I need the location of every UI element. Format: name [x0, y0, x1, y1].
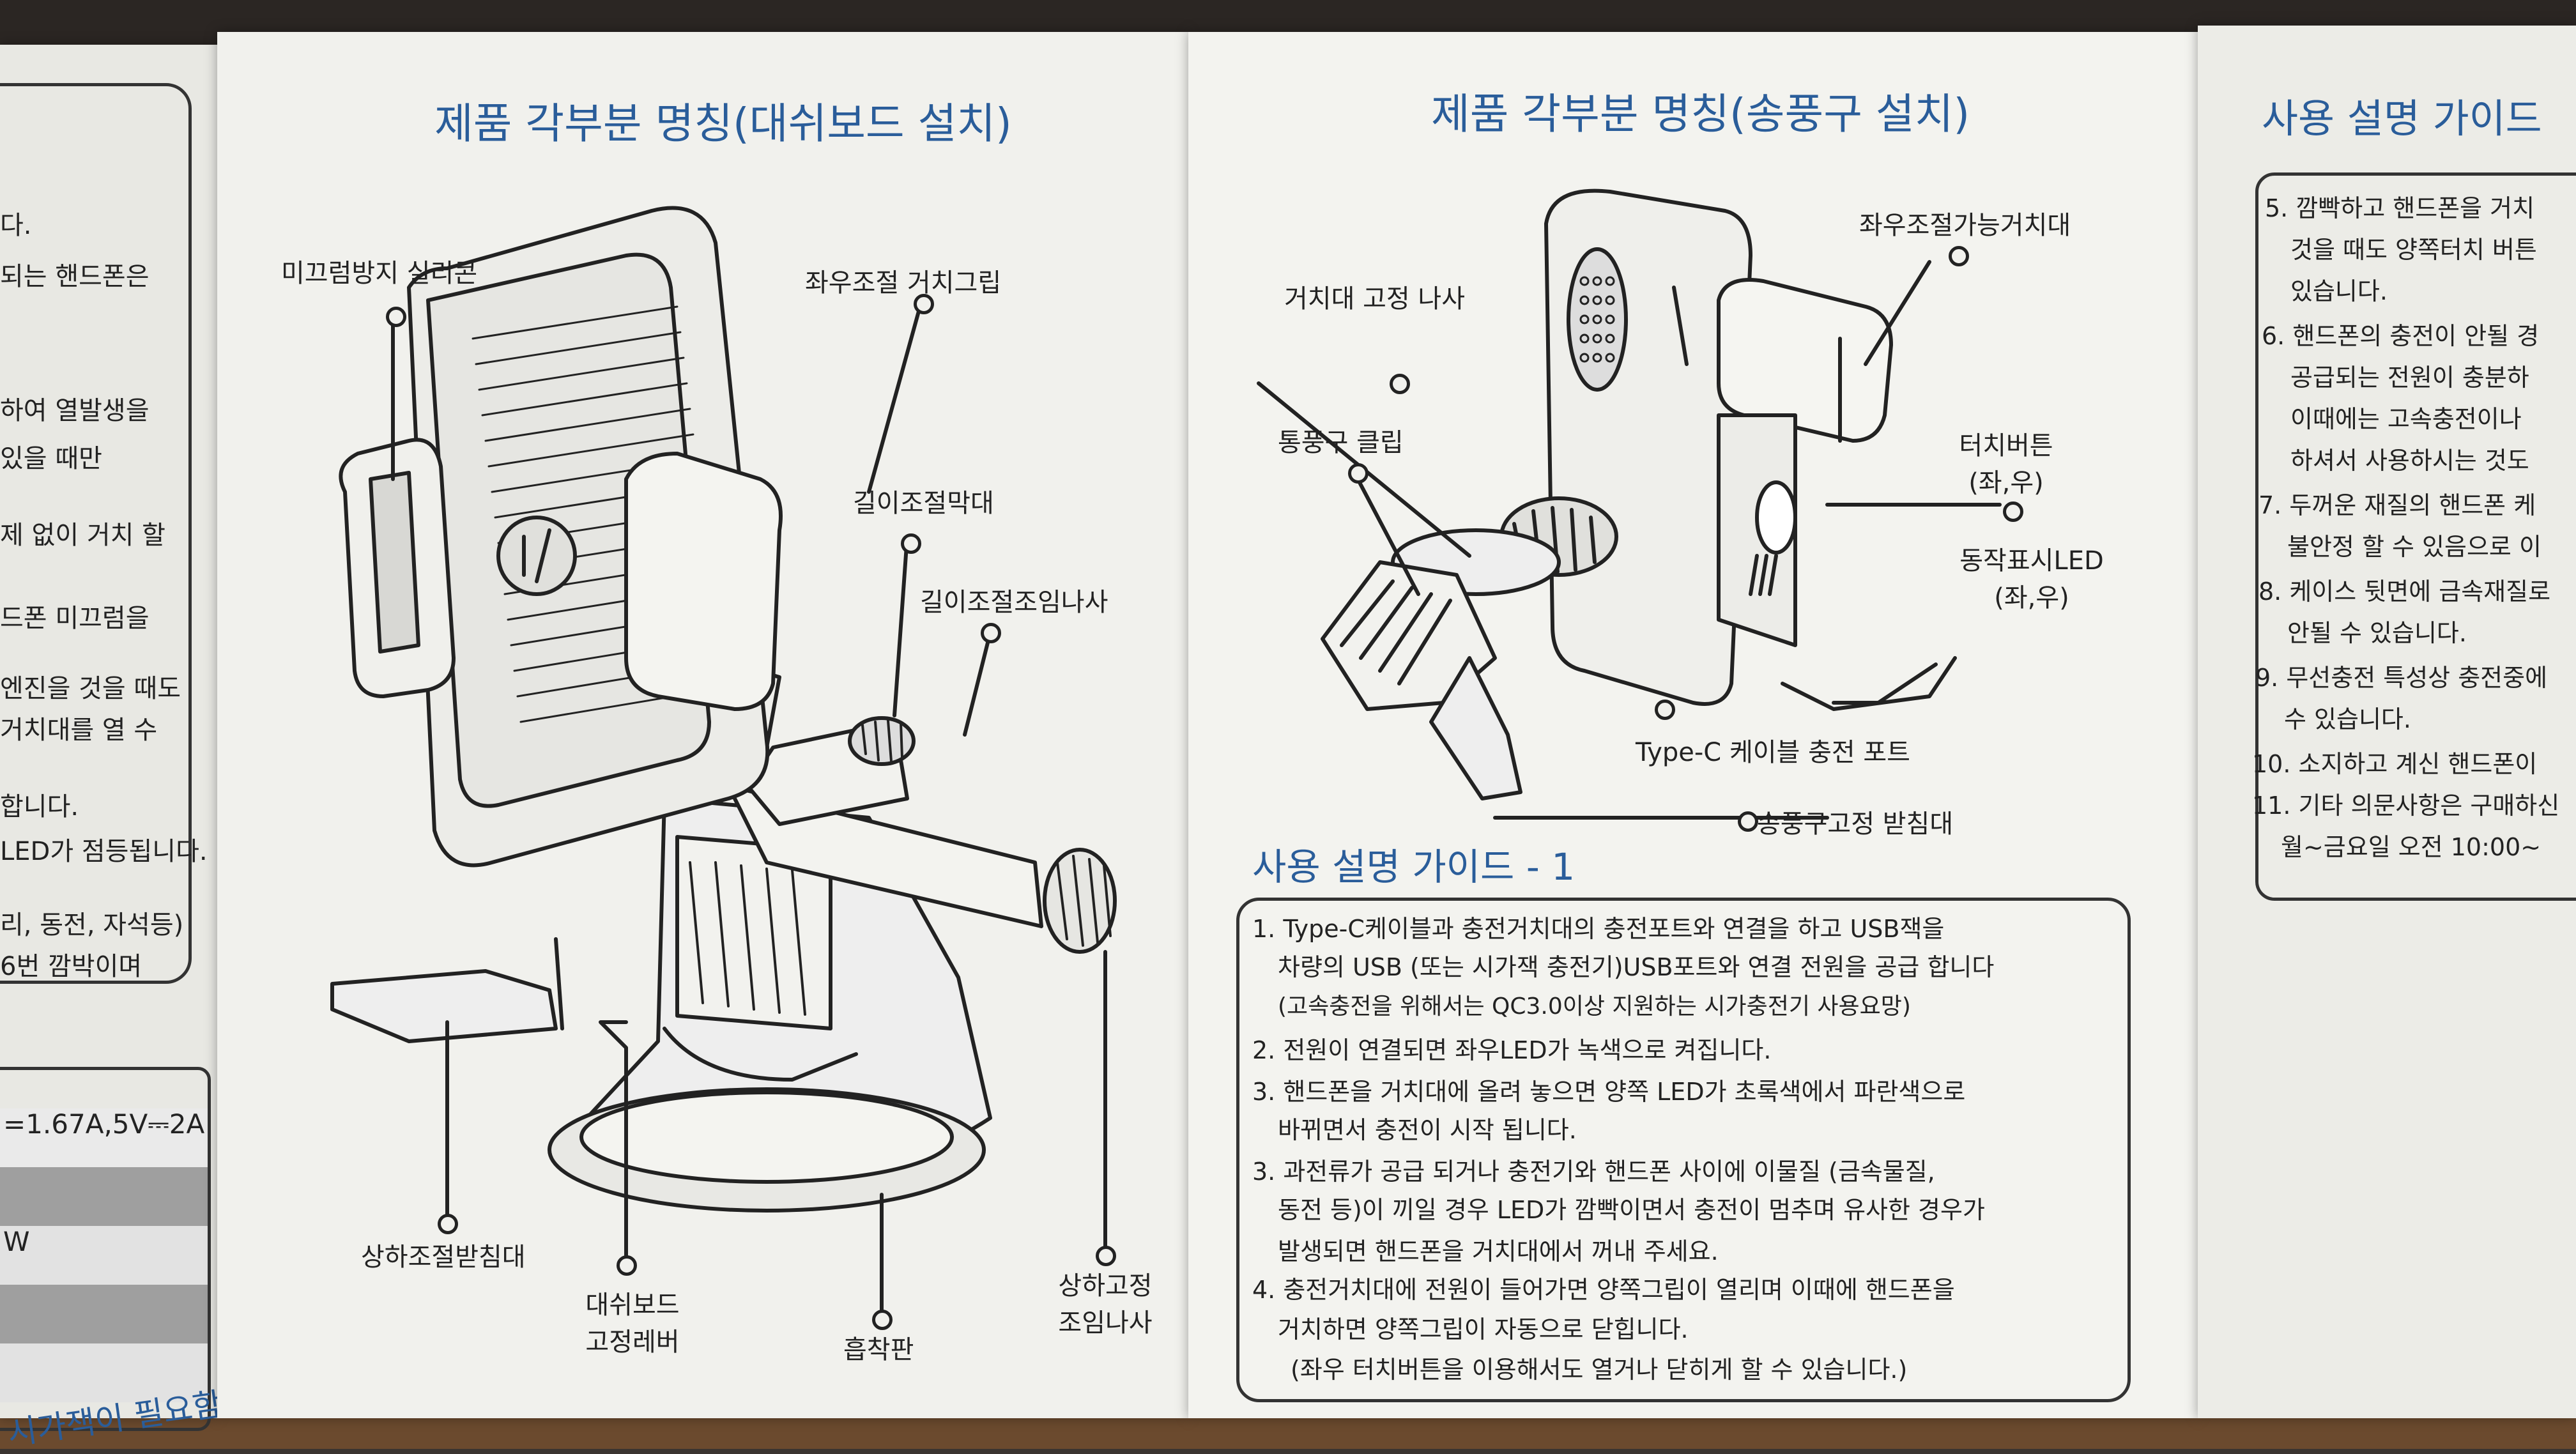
label-length-screw: 길이조절조임나사	[920, 588, 1108, 617]
guide2-item: 8. 케이스 뒷면에 금속재질로	[2258, 578, 2551, 606]
page-title: 제품 각부분 명칭(송풍구 설치)	[1431, 89, 1970, 139]
label-touch-button: 터치버튼 (좌,우)	[1942, 425, 2070, 499]
spec-row	[0, 1343, 208, 1402]
label-line: 동작표시LED	[1959, 546, 2104, 576]
guide2-item: 것을 때도 양쪽터치 버튼	[2290, 236, 2537, 264]
callout-dot	[914, 294, 934, 314]
spec-row	[0, 1285, 208, 1343]
spec-row: =1.67A,5V⎓2A	[0, 1108, 208, 1167]
callout-dot	[981, 623, 1001, 643]
guide2-item: 6. 핸드폰의 충전이 안될 경	[2262, 322, 2540, 350]
left-line: 되는 핸드폰은	[0, 262, 150, 291]
label-dash-lever: 대쉬보드 고정레버	[569, 1284, 696, 1358]
spec-row: W	[0, 1226, 208, 1285]
label-lr-grip: 좌우조절 거치그립	[805, 268, 1002, 298]
guide2-page: 사용 설명 가이드 5. 깜빡하고 핸드폰을 거치 것을 때도 양쪽터치 버튼 …	[2198, 26, 2576, 1418]
spec-table: =1.67A,5V⎓2A W	[0, 1067, 211, 1431]
guide2-item: 안될 수 있습니다.	[2287, 619, 2467, 647]
label-vertical-support: 상하조절받침대	[361, 1243, 526, 1272]
callout-dot	[901, 533, 921, 554]
callout-dot	[1655, 700, 1675, 720]
callout-dot	[872, 1310, 893, 1330]
guide2-item: 이때에는 고속충전이나	[2290, 405, 2522, 433]
label-typec-port: Type-C 케이블 충전 포트	[1636, 738, 1910, 767]
guide1-item: 바뀌면서 충전이 시작 됩니다.	[1278, 1116, 1577, 1144]
label-line: 터치버튼	[1959, 431, 2053, 461]
left-line: 엔진을 것을 때도	[0, 674, 181, 703]
guide1-item: 1. Type-C케이블과 충전거치대의 충전포트와 연결을 하고 USB잭을	[1252, 915, 1945, 943]
left-line: 6번 깜박이며	[0, 952, 142, 981]
guide2-item: 5. 깜빡하고 핸드폰을 거치	[2265, 194, 2535, 222]
label-status-led: 동작표시LED (좌,우)	[1936, 540, 2128, 614]
callout-dot	[1096, 1246, 1116, 1266]
vent-mount-illustration	[1257, 188, 2002, 820]
guide1-item: (좌우 터치버튼을 이용해서도 열거나 닫히게 할 수 있습니다.)	[1291, 1356, 1908, 1384]
guide2-item: 불안정 할 수 있음으로 이	[2287, 533, 2542, 561]
label-line: 고정레버	[585, 1328, 680, 1357]
callout-dot	[617, 1255, 637, 1276]
label-line: (좌,우)	[1994, 583, 2069, 613]
label-length-bar: 길이조절막대	[853, 489, 994, 518]
guide1-title: 사용 설명 가이드 - 1	[1252, 845, 1575, 889]
guide2-item: 하셔서 사용하시는 것도	[2290, 447, 2529, 475]
callout-dot	[2003, 501, 2023, 522]
guide2-item: 공급되는 전원이 충분하	[2290, 364, 2529, 392]
guide1-item: 2. 전원이 연결되면 좌우LED가 녹색으로 켜집니다.	[1252, 1036, 1772, 1064]
label-line: (좌,우)	[1968, 468, 2044, 498]
label-line: 상하고정	[1058, 1271, 1153, 1301]
left-line: 합니다.	[0, 792, 79, 822]
left-page-fragment: 다. 되는 핸드폰은 하여 열발생을 있을 때만 제 없이 거치 할 드폰 미끄…	[0, 45, 234, 1452]
left-line: 드폰 미끄럼을	[0, 604, 150, 633]
guide2-item: 수 있습니다.	[2284, 705, 2411, 733]
guide1-item: 차량의 USB (또는 시가잭 충전기)USB포트와 연결 전원을 공급 합니다	[1278, 953, 1995, 981]
guide1-box	[1236, 898, 2131, 1402]
guide1-item: 거치하면 양쪽그립이 자동으로 닫힙니다.	[1278, 1315, 1689, 1343]
guide1-item: 동전 등)이 끼일 경우 LED가 깜빡이면서 충전이 멈추며 유사한 경우가	[1278, 1196, 1985, 1224]
callout-dot	[1738, 811, 1758, 832]
guide1-item: 발생되면 핸드폰을 거치대에서 꺼내 주세요.	[1278, 1237, 1719, 1266]
label-anti-slip: 미끄럼방지 실리콘	[281, 259, 478, 288]
callout-dot	[1949, 246, 1969, 266]
left-line: 있을 때만	[0, 444, 102, 473]
guide2-item: 11. 기타 의문사항은 구매하신	[2252, 792, 2560, 820]
vent-page: 제품 각부분 명칭(송풍구 설치)	[1188, 32, 2198, 1418]
guide1-item: 4. 충전거치대에 전원이 들어가면 양쪽그립이 열리며 이때에 핸드폰을	[1252, 1276, 1955, 1304]
label-lr-holder: 좌우조절가능거치대	[1859, 211, 2071, 240]
label-vent-support: 송풍구고정 받침대	[1757, 809, 1954, 839]
page-title: 제품 각부분 명칭(대쉬보드 설치)	[434, 99, 1012, 148]
guide2-item: 월~금요일 오전 10:00~	[2281, 833, 2542, 861]
left-line: 리, 동전, 자석등)	[0, 910, 184, 940]
guide1-item: (고속충전을 위해서는 QC3.0이상 지원하는 시가충전기 사용요망)	[1278, 993, 1911, 1020]
guide2-title: 사용 설명 가이드	[2262, 95, 2542, 142]
left-line: 다.	[0, 211, 32, 240]
left-line: LED가 점등됩니다.	[0, 837, 208, 866]
label-vent-clip: 통풍구 클립	[1278, 428, 1404, 457]
label-line: 대쉬보드	[585, 1290, 680, 1320]
left-text-box	[0, 83, 192, 984]
callout-dot	[1390, 374, 1410, 394]
guide2-item: 7. 두꺼운 재질의 핸드폰 케	[2258, 491, 2536, 519]
label-suction: 흡착판	[843, 1335, 914, 1365]
label-vertical-screw: 상하고정 조임나사	[1041, 1265, 1169, 1339]
callout-dot	[386, 307, 406, 327]
dashboard-mount-illustration	[330, 206, 1117, 1324]
dashboard-page: 제품 각부분 명칭(대쉬보드 설치)	[217, 32, 1188, 1418]
spec-row	[0, 1167, 208, 1226]
guide2-item: 9. 무선충전 특성상 충전중에	[2255, 664, 2548, 692]
left-line: 제 없이 거치 할	[0, 521, 165, 550]
left-line: 하여 열발생을	[0, 396, 150, 425]
label-holder-screw: 거치대 고정 나사	[1284, 284, 1466, 314]
guide1-item: 3. 과전류가 공급 되거나 충전기와 핸드폰 사이에 이물질 (금속물질,	[1252, 1158, 1935, 1186]
guide2-item: 10. 소지하고 계신 핸드폰이	[2252, 750, 2538, 778]
label-line: 조임나사	[1058, 1308, 1153, 1338]
guide1-item: 3. 핸드폰을 거치대에 올려 놓으면 양쪽 LED가 초록색에서 파란색으로	[1252, 1078, 1966, 1106]
guide2-box	[2255, 172, 2576, 901]
left-line: 거치대를 열 수	[0, 716, 158, 745]
guide2-item: 있습니다.	[2290, 277, 2388, 305]
callout-dot	[438, 1214, 458, 1234]
callout-dot	[1348, 463, 1368, 484]
